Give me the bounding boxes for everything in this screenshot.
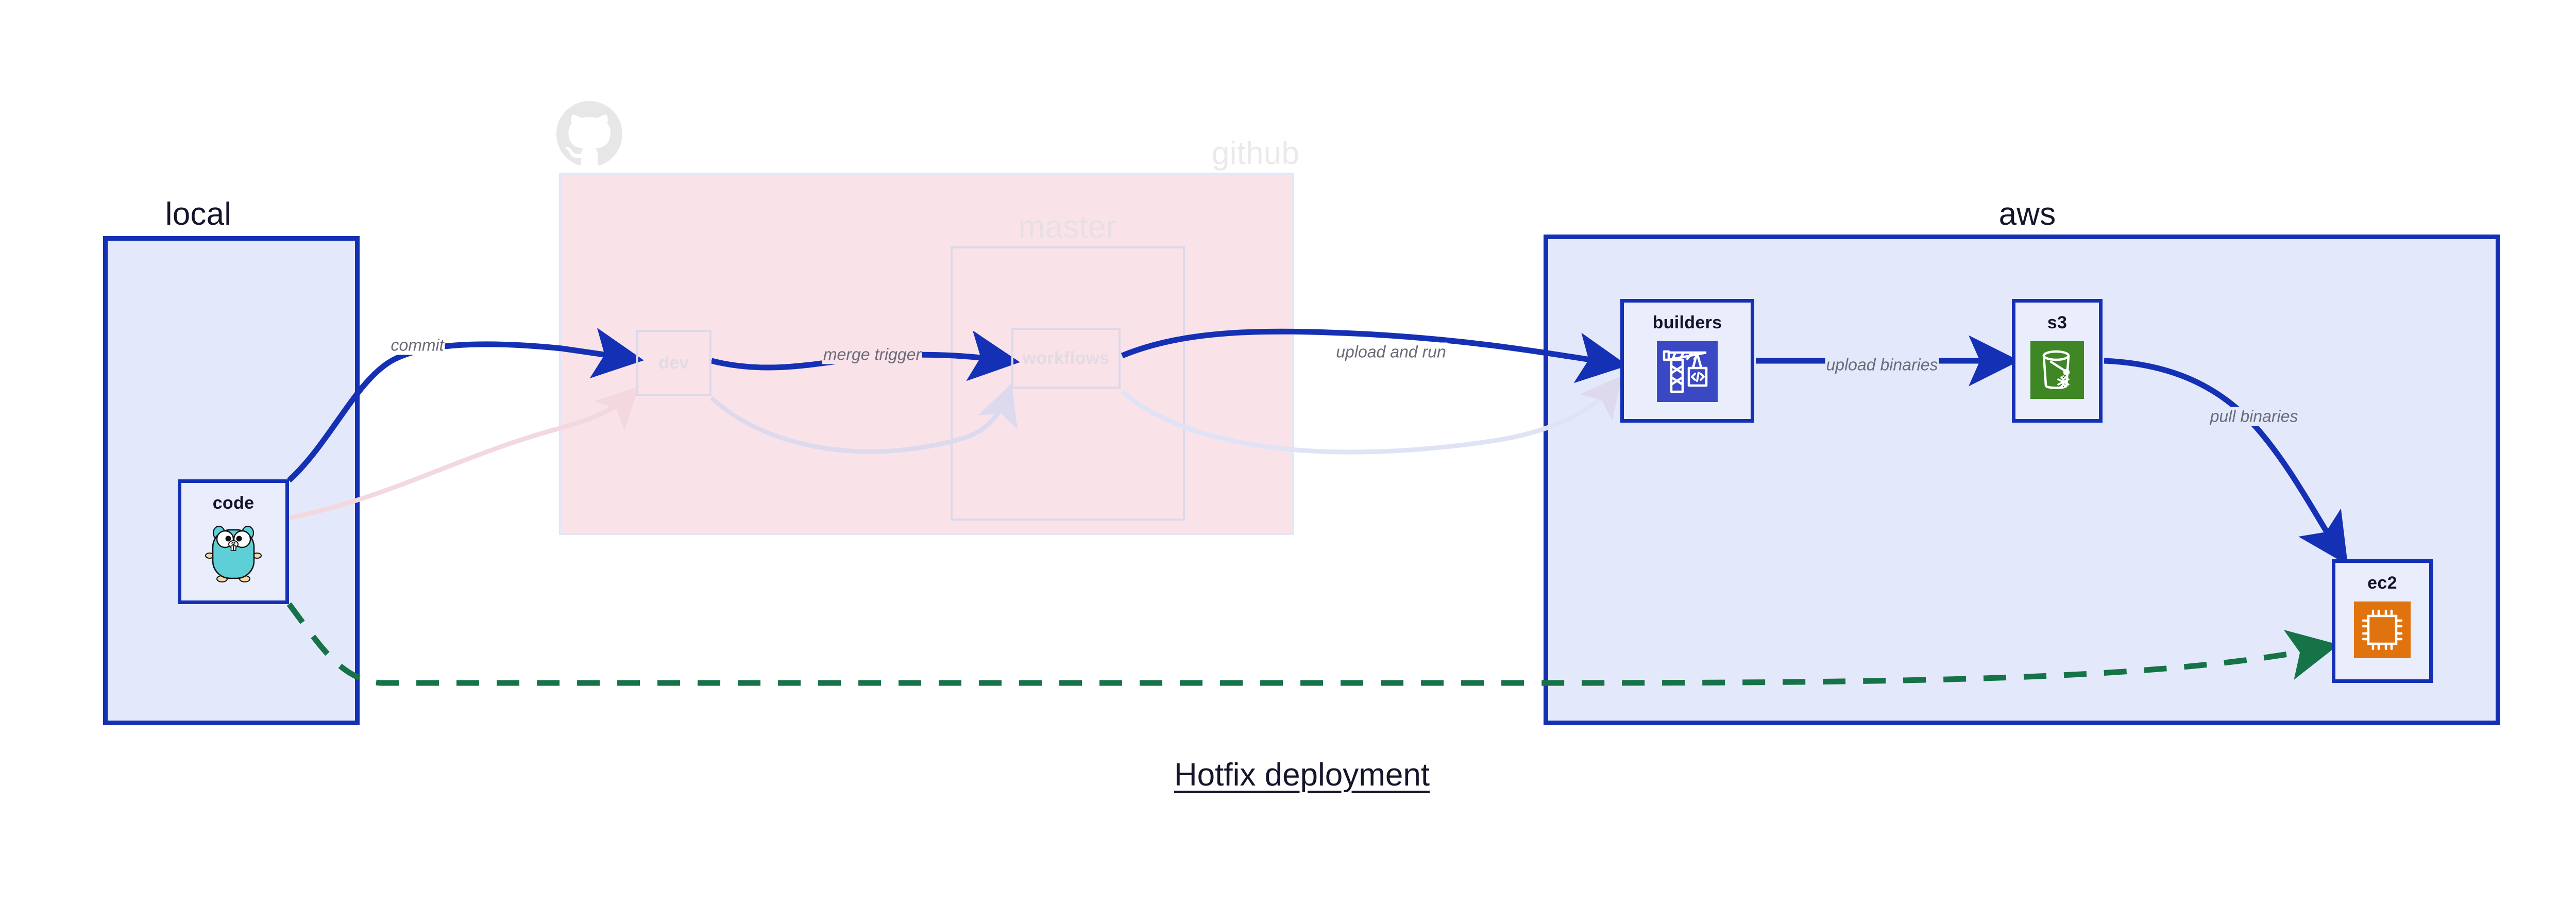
node-label-ec2: ec2 <box>2367 573 2397 593</box>
node-workflows[interactable]: workflows <box>1011 328 1121 389</box>
github-octocat-icon <box>556 101 622 167</box>
region-label-aws: aws <box>1998 196 2056 232</box>
node-label-dev: dev <box>658 353 689 373</box>
aws-crane-icon <box>1657 341 1718 405</box>
aws-ec2-chip-icon <box>2354 602 2411 661</box>
page-title: Hotfix deployment <box>1174 757 1430 793</box>
node-label-s3: s3 <box>2047 313 2067 332</box>
edge-label-merge-trigger: merge trigger <box>822 345 923 364</box>
node-dev[interactable]: dev <box>636 330 711 396</box>
go-gopher-icon <box>204 522 263 585</box>
edge-label-commit: commit <box>389 336 445 355</box>
aws-s3-bucket-icon <box>2030 341 2084 402</box>
edge-label-upload-binaries: upload binaries <box>1825 355 1939 375</box>
edge-label-pull-binaries: pull binaries <box>2209 407 2299 426</box>
node-label-code: code <box>212 493 255 513</box>
node-ec2[interactable]: ec2 <box>2332 559 2433 683</box>
node-label-workflows: workflows <box>1022 348 1110 368</box>
region-label-master: master <box>1018 209 1117 245</box>
region-label-github: github <box>1211 136 1300 171</box>
edge-label-upload-and-run: upload and run <box>1335 342 1447 362</box>
node-label-builders: builders <box>1652 313 1722 332</box>
region-label-local: local <box>165 196 232 232</box>
node-code[interactable]: code <box>178 479 289 604</box>
node-builders[interactable]: builders <box>1620 299 1754 423</box>
node-s3[interactable]: s3 <box>2012 299 2103 423</box>
